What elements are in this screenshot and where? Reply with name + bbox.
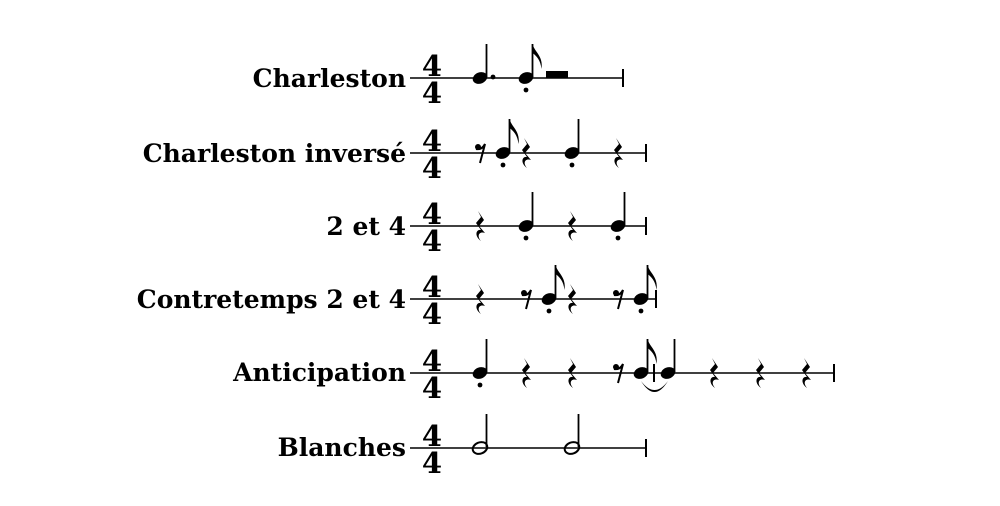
quarter-rest xyxy=(568,358,577,388)
quarter-rest xyxy=(476,284,485,314)
eighth-flag xyxy=(509,119,519,144)
half-rest xyxy=(546,71,568,78)
staccato-dot xyxy=(523,87,529,93)
staff-row xyxy=(410,414,647,457)
row-label-charleston: Charleston xyxy=(252,64,406,93)
time-signature: 44 xyxy=(422,270,442,331)
quarter-rest xyxy=(522,358,531,388)
time-signature: 44 xyxy=(422,197,442,258)
eighth-flag xyxy=(532,44,542,69)
time-signature-bottom: 4 xyxy=(422,224,442,258)
time-signature-bottom: 4 xyxy=(422,297,442,331)
staff-row xyxy=(410,339,835,392)
row-label-charleston-inverse: Charleston inversé xyxy=(142,139,406,168)
eighth-rest xyxy=(613,363,624,384)
row-label-anticipation: Anticipation xyxy=(233,358,406,387)
quarter-rest xyxy=(476,211,485,241)
eighth-flag xyxy=(555,265,565,290)
staccato-dot xyxy=(615,235,621,241)
quarter-rest xyxy=(756,358,765,388)
staccato-dot xyxy=(500,162,506,168)
time-signature-bottom: 4 xyxy=(422,371,442,405)
staccato-dot xyxy=(546,308,552,314)
quarter-rest xyxy=(614,138,623,168)
staccato-dot xyxy=(638,308,644,314)
time-signature-top: 4 xyxy=(422,344,442,378)
eighth-rest xyxy=(475,143,486,164)
staccato-dot xyxy=(477,382,483,388)
eighth-rest xyxy=(521,289,532,310)
eighth-flag xyxy=(647,339,657,364)
staccato-dot xyxy=(569,162,575,168)
row-label-2-et-4: 2 et 4 xyxy=(326,212,406,241)
quarter-rest xyxy=(522,138,531,168)
eighth-flag xyxy=(647,265,657,290)
time-signature-top: 4 xyxy=(422,419,442,453)
staccato-dot xyxy=(523,235,529,241)
eighth-rest xyxy=(613,289,624,310)
time-signature: 44 xyxy=(422,344,442,405)
time-signature-top: 4 xyxy=(422,124,442,158)
quarter-rest xyxy=(710,358,719,388)
row-label-contretemps-2-et-4: Contretemps 2 et 4 xyxy=(136,285,406,314)
staff-row xyxy=(410,192,647,241)
staff-row xyxy=(410,265,657,314)
staff-row xyxy=(410,119,647,168)
time-signature-top: 4 xyxy=(422,49,442,83)
time-signature-top: 4 xyxy=(422,270,442,304)
time-signature-top: 4 xyxy=(422,197,442,231)
time-signature: 44 xyxy=(422,49,442,110)
time-signature-bottom: 4 xyxy=(422,151,442,185)
time-signature: 44 xyxy=(422,419,442,480)
row-label-blanches: Blanches xyxy=(277,433,406,462)
quarter-rest xyxy=(802,358,811,388)
time-signature-bottom: 4 xyxy=(422,76,442,110)
tie xyxy=(641,381,668,392)
staff-row xyxy=(410,44,624,93)
quarter-rest xyxy=(568,211,577,241)
time-signature: 44 xyxy=(422,124,442,185)
quarter-rest xyxy=(568,284,577,314)
time-signature-bottom: 4 xyxy=(422,446,442,480)
